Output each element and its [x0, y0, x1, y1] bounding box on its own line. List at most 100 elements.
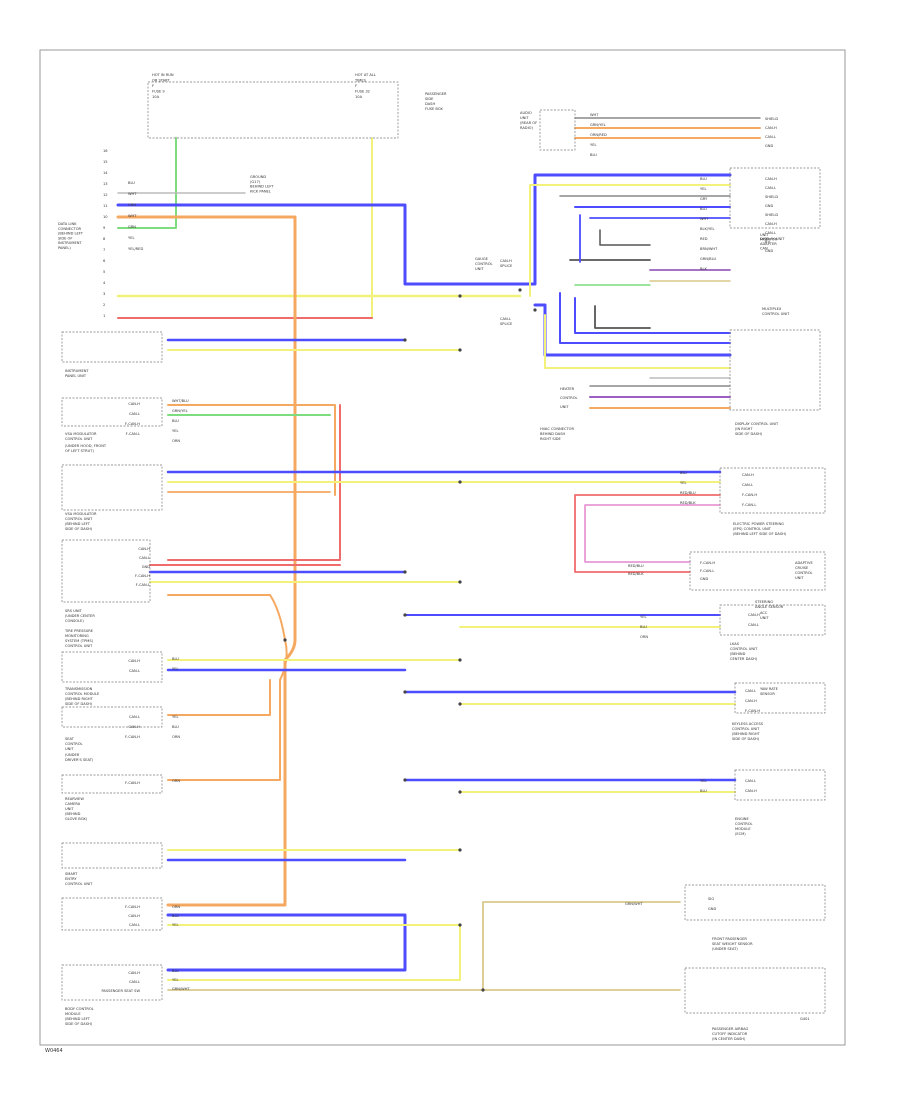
display-pins-text: B+: [765, 240, 770, 244]
smart-label-text: CONTROL UNIT: [65, 882, 93, 886]
display-pins-text: CAN-L: [765, 186, 776, 190]
ecm-wires-text: YEL: [700, 779, 706, 783]
tpms-pins-text: CAN-L: [129, 669, 140, 673]
eps-label-text: ELECTRIC POWER STEERING: [733, 522, 784, 526]
wire-smart-blue: [166, 913, 407, 972]
hvac-connector-label-text: BEHIND DASH: [540, 432, 566, 436]
keyless-pins-text: CAN-L: [745, 689, 756, 693]
keyless-label-text: SIDE OF DASH): [732, 737, 760, 741]
eps-wires-text: YEL: [680, 481, 686, 485]
dlc-pins-text: 9: [103, 226, 106, 230]
wire-splice-yellow-bottom: [544, 314, 731, 369]
eps-box: [719, 467, 826, 514]
eps-label-text: (EPS) CONTROL UNIT: [733, 527, 772, 531]
display-wires-text: GRY: [700, 197, 708, 201]
display-unit-label-text: DISPLAY UNIT: [760, 237, 785, 241]
passenger-pins-text: GND: [708, 907, 716, 911]
eps-wires-text: BLU: [680, 471, 687, 475]
passenger-switch-label-text: FRONT PASSENGER: [712, 937, 747, 941]
acc-label-text: UNIT: [760, 616, 769, 620]
ecm-label-text: ENGINE: [735, 817, 749, 821]
audio-pins-text: CAN-L: [765, 135, 776, 139]
component-boxes: [61, 81, 826, 1014]
dlc-pins-text: 2: [103, 303, 105, 307]
display-wires-text: BRN/WHT: [700, 247, 718, 251]
body-wires-text: GRN/WHT: [172, 987, 190, 991]
dlc-pins-text: 3: [103, 292, 105, 296]
adaptive-label-text: ADAPTIVE: [795, 561, 814, 565]
wire-splice-blue-top: [518, 173, 732, 286]
wire-fcan-orange-tcm: [167, 679, 271, 716]
tcm-pins-text: CAN-H: [128, 725, 140, 729]
lkas-wires-text: RED/BLU: [628, 564, 644, 568]
smart-label-text: ENTRY: [65, 877, 77, 881]
vsa-label-text: VSA MODULATOR: [65, 512, 97, 516]
display-wires-text: BLU: [700, 207, 707, 211]
tcm-label-text: (BEHIND RIGHT: [65, 697, 94, 701]
display-wires-text: BLU: [700, 177, 707, 181]
srs-pins-text: F-CAN-H: [135, 574, 150, 578]
display-wires-text: BLK: [700, 267, 707, 271]
audio-wires-text: WHT: [590, 113, 599, 117]
dlc-label-text: CONNECTOR: [58, 227, 82, 231]
yaw-label-text: SENSOR: [760, 692, 775, 696]
hvac-connector-label-text: HVAC CONNECTOR: [540, 427, 574, 431]
smart-wires-text: YEL: [172, 923, 178, 927]
keyless-pins-text: CAN-H: [745, 699, 757, 703]
body-pins-text: CAN-L: [129, 980, 140, 984]
fuse-box-right-text: 10A: [355, 95, 363, 99]
keyless-pins-text: F-CAN-H: [745, 709, 760, 713]
rear-view-label-text: REARVIEW: [65, 797, 84, 801]
wire-abs-orange: [167, 404, 336, 496]
seat-label-text: CONTROL: [65, 742, 83, 746]
keyless-label-text: KEYLESS ACCESS: [732, 722, 764, 726]
dlc-wires-text: YEL: [128, 236, 134, 240]
seat-location-text: DRIVER'S SEAT): [65, 758, 94, 762]
body-box: [61, 964, 163, 1001]
tpms-wires-text: YEL: [172, 667, 178, 671]
passenger-switch-label-text: (UNDER SEAT): [712, 947, 738, 951]
ground-right-label-text: G401: [800, 1017, 810, 1021]
display-pins-text: SHIELD: [765, 195, 778, 199]
footer-code: W0464: [45, 1048, 63, 1054]
adaptive-label-text: UNIT: [795, 576, 804, 580]
wire-multi-blue1: [559, 292, 731, 344]
vsa-label-text: CONTROL UNIT: [65, 517, 93, 521]
body-pins-text: CAN-H: [128, 971, 140, 975]
ground-label-text: BEHIND LEFT: [250, 185, 274, 189]
dlc-pins-text: 8: [103, 237, 106, 241]
dlc-label-text: SIDE OF: [58, 236, 72, 240]
tcm-pins-text: CAN-L: [129, 715, 140, 719]
hvac-connector-label-text: RIGHT SIDE: [540, 437, 561, 441]
ip-label-text: INSTRUMENT: [65, 369, 89, 373]
vsa-pins-text: CAN-H: [128, 402, 140, 406]
keyless-pins-label: CAN-L CAN-H F-CAN-H: [745, 689, 760, 713]
vsa-box: [61, 539, 151, 603]
eps-wires-text: RED/BLK: [680, 501, 696, 505]
fuse-box-left-text: HOT IN RUN: [152, 73, 174, 77]
audio-pins-text: SHIELD: [765, 117, 778, 121]
dlc-pins-text: 6: [103, 259, 106, 263]
tpms-label-text: TIRE PRESSURE: [64, 629, 94, 633]
eps-pins-text: F-CAN-H: [742, 493, 757, 497]
adaptive-label-text: CONTROL: [795, 571, 813, 575]
dlc-pins-text: 1: [103, 314, 105, 318]
audio-wires-text: ORN/RED: [590, 133, 607, 137]
yaw-box: [734, 682, 826, 714]
tpms-label-text: CONTROL UNIT: [65, 644, 93, 648]
